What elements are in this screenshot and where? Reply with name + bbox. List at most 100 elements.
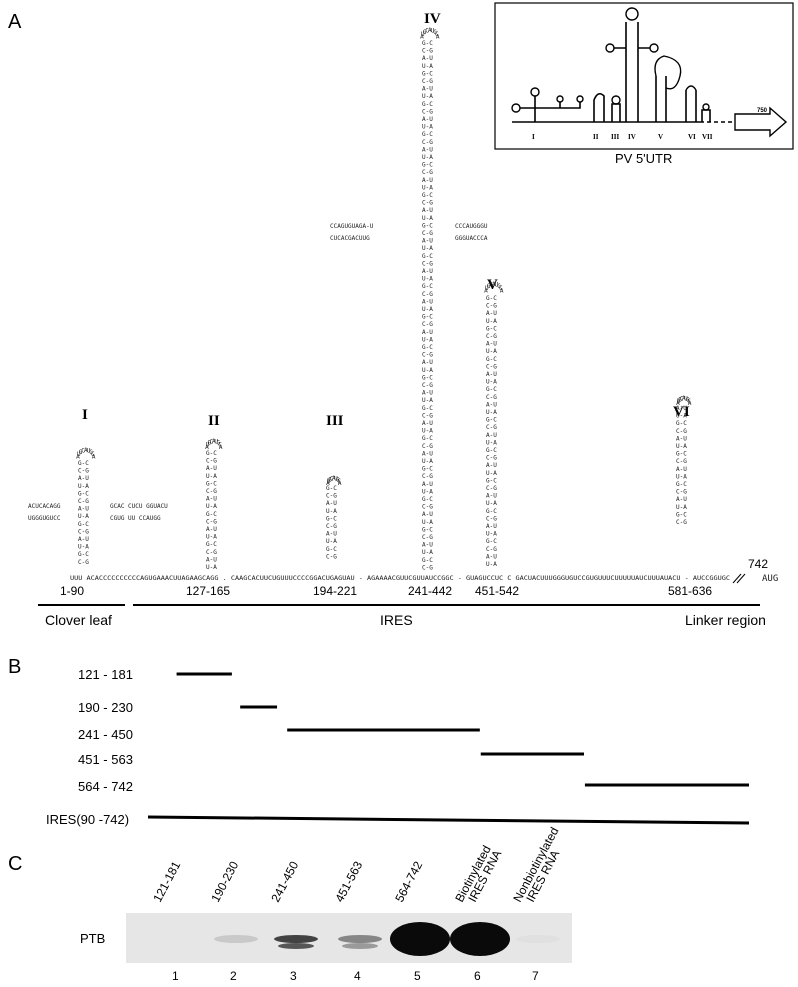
svg-text:A-U: A-U	[486, 493, 497, 500]
svg-text:U-A: U-A	[422, 154, 433, 161]
blot-band-lower	[278, 943, 314, 949]
svg-text:G-C: G-C	[486, 447, 497, 454]
svg-text:G-C: G-C	[676, 511, 687, 518]
svg-text:C-G: C-G	[422, 352, 433, 359]
svg-text:A-U: A-U	[422, 207, 433, 214]
svg-text:U-A: U-A	[676, 413, 687, 420]
svg-text:C-G: C-G	[486, 424, 497, 431]
lane-number: 2	[230, 969, 237, 983]
lane-header: 451-563	[332, 859, 365, 905]
blot-row-label: PTB	[80, 931, 105, 946]
svg-text:U-A: U-A	[326, 508, 337, 515]
svg-text:GCAC CUCU GGUACU: GCAC CUCU GGUACU	[110, 503, 168, 510]
linear-sequence: UUU ACACCCCCCCCCCAGUGAAACUUAGAAGCAGG . C…	[70, 575, 730, 582]
svg-text:G-C: G-C	[422, 314, 433, 321]
svg-text:A-U: A-U	[486, 341, 497, 348]
svg-text:C: C	[499, 285, 503, 292]
inset-numeral-3: III	[611, 133, 619, 141]
svg-text:G-C: G-C	[206, 541, 217, 548]
svg-text:G: G	[89, 449, 93, 456]
svg-text:A-U: A-U	[486, 462, 497, 469]
svg-text:C-G: C-G	[422, 200, 433, 207]
svg-text:A-U: A-U	[676, 466, 687, 473]
svg-text:A-U: A-U	[422, 481, 433, 488]
svg-text:G: G	[686, 396, 690, 403]
svg-text:G: G	[497, 283, 501, 290]
region-cloverleaf: Clover leaf	[45, 612, 112, 628]
svg-text:A-U: A-U	[486, 401, 497, 408]
svg-text:U-A: U-A	[422, 488, 433, 495]
svg-text:G-C: G-C	[422, 253, 433, 260]
domain-label-3: III	[326, 413, 344, 429]
svg-text:G-C: G-C	[422, 526, 433, 533]
svg-text:A-U: A-U	[422, 329, 433, 336]
svg-text:C-G: C-G	[422, 230, 433, 237]
svg-text:C-G: C-G	[486, 303, 497, 310]
svg-text:U-A: U-A	[206, 503, 217, 510]
svg-text:U-A: U-A	[326, 538, 337, 545]
svg-text:A-U: A-U	[78, 506, 89, 513]
end-position-label: 742	[748, 557, 768, 571]
domain-label-6: VI	[673, 404, 690, 420]
svg-text:C-G: C-G	[78, 528, 89, 535]
svg-text:A-U: A-U	[78, 536, 89, 543]
domain-6-stem: A-UU-AG-CC-GA-UU-AG-CC-GA-UU-AG-CC-GA-UU…	[676, 405, 687, 526]
svg-text:U: U	[431, 27, 435, 34]
svg-text:U: U	[214, 438, 218, 445]
svg-text:A-U: A-U	[206, 526, 217, 533]
domain-range-3: 194-221	[313, 584, 357, 598]
svg-text:G-C: G-C	[206, 450, 217, 457]
svg-text:G-C: G-C	[422, 496, 433, 503]
svg-text:U-A: U-A	[486, 439, 497, 446]
inset-numeral-7: VII	[702, 133, 713, 141]
svg-text:U: U	[677, 398, 681, 405]
svg-text:C-G: C-G	[422, 412, 433, 419]
svg-text:A-U: A-U	[422, 298, 433, 305]
construct-label-ires: IRES(90 -742)	[46, 812, 129, 827]
svg-text:U-A: U-A	[486, 500, 497, 507]
construct-bars	[147, 672, 750, 825]
svg-text:A-U: A-U	[422, 359, 433, 366]
svg-text:U-A: U-A	[422, 428, 433, 435]
svg-text:C-G: C-G	[206, 458, 217, 465]
blot-band	[214, 935, 258, 943]
svg-text:C: C	[435, 31, 439, 38]
svg-text:G-C: G-C	[422, 435, 433, 442]
panel-b-label: B	[8, 656, 21, 678]
lane-header: 190-230	[208, 859, 241, 905]
lane-header: 241-450	[268, 859, 301, 905]
svg-text:G-C: G-C	[422, 40, 433, 47]
svg-text:A-U: A-U	[422, 146, 433, 153]
svg-text:C-G: C-G	[78, 498, 89, 505]
svg-text:A: A	[676, 400, 680, 407]
construct-label-4: 451 - 563	[78, 752, 133, 767]
svg-text:C-G: C-G	[486, 455, 497, 462]
svg-text:G-C: G-C	[78, 521, 89, 528]
svg-text:A-U: A-U	[676, 435, 687, 442]
blot-band	[516, 935, 560, 943]
domain-label-2: II	[208, 413, 220, 429]
svg-text:A-U: A-U	[206, 556, 217, 563]
svg-text:A: A	[92, 454, 96, 461]
svg-text:G: G	[678, 396, 682, 403]
svg-text:C-G: C-G	[422, 321, 433, 328]
svg-text:C: C	[81, 447, 85, 454]
blot-band	[390, 922, 450, 956]
svg-text:ACUCACAGG: ACUCACAGG	[28, 503, 61, 510]
svg-text:A-U: A-U	[486, 553, 497, 560]
svg-text:A-U: A-U	[422, 511, 433, 518]
svg-text:C-G: C-G	[422, 473, 433, 480]
svg-text:G-C: G-C	[422, 374, 433, 381]
lane-number: 5	[414, 969, 421, 983]
svg-text:U: U	[327, 478, 331, 485]
blot-band-lower	[342, 943, 378, 949]
svg-text:A-U: A-U	[486, 371, 497, 378]
svg-text:U-A: U-A	[422, 549, 433, 556]
svg-text:A: A	[338, 480, 342, 487]
svg-text:C-G: C-G	[422, 260, 433, 267]
panel-a-label: A	[8, 11, 22, 33]
blot-band	[338, 935, 382, 943]
svg-text:A-U: A-U	[422, 542, 433, 549]
svg-text:C-G: C-G	[676, 519, 687, 526]
